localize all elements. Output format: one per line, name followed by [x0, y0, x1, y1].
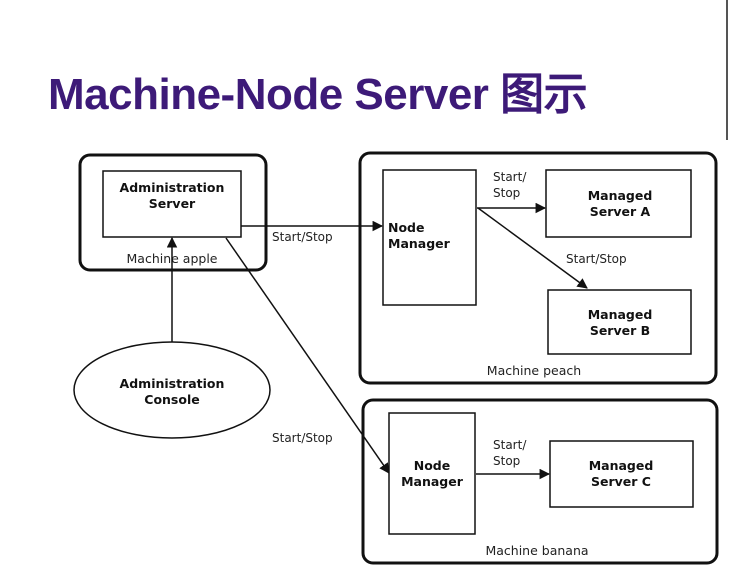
peach-node-manager-label-line2: Manager [388, 236, 451, 251]
managed-server-c-label-line1: Managed [589, 458, 654, 473]
slide-edge-rule [726, 0, 728, 140]
banana-node-manager-label-line1: Node [414, 458, 450, 473]
banana-nm-to-server-c-label-line2: Stop [493, 454, 520, 468]
managed-server-b-label-line1: Managed [588, 307, 653, 322]
machine-apple-box [78, 153, 268, 272]
machine-peach-box [358, 151, 718, 385]
administration-console-label-line1: Administration [120, 376, 225, 391]
admin-to-banana-label: Start/Stop [272, 431, 333, 445]
managed-server-b-box [547, 289, 692, 355]
machine-peach-label: Machine peach [487, 363, 581, 378]
peach-nm-to-server-a-label-line1: Start/ [493, 170, 527, 184]
peach-nm-to-server-b-arrow [477, 207, 588, 289]
managed-server-c-label-line2: Server C [591, 474, 651, 489]
peach-nm-to-server-b-label: Start/Stop [566, 252, 627, 266]
peach-node-manager-box [382, 169, 477, 306]
managed-server-a-label-line1: Managed [588, 188, 653, 203]
machine-banana-box [361, 398, 719, 565]
admin-to-peach-label: Start/Stop [272, 230, 333, 244]
banana-nm-to-server-c-label-line1: Start/ [493, 438, 527, 452]
managed-server-b-label-line2: Server B [590, 323, 650, 338]
machine-banana-label: Machine banana [485, 543, 588, 558]
administration-server-label-line2: Server [149, 196, 196, 211]
administration-server-label-line1: Administration [120, 180, 225, 195]
peach-node-manager-label-line1: Node [388, 220, 424, 235]
administration-console-label-line2: Console [144, 392, 199, 407]
page-title: Machine-Node Server 图示 [48, 70, 588, 119]
banana-node-manager-label-line2: Manager [401, 474, 464, 489]
managed-server-a-label-line2: Server A [590, 204, 651, 219]
admin-to-banana-node-manager-arrow [225, 237, 390, 474]
peach-nm-to-server-a-label-line2: Stop [493, 186, 520, 200]
